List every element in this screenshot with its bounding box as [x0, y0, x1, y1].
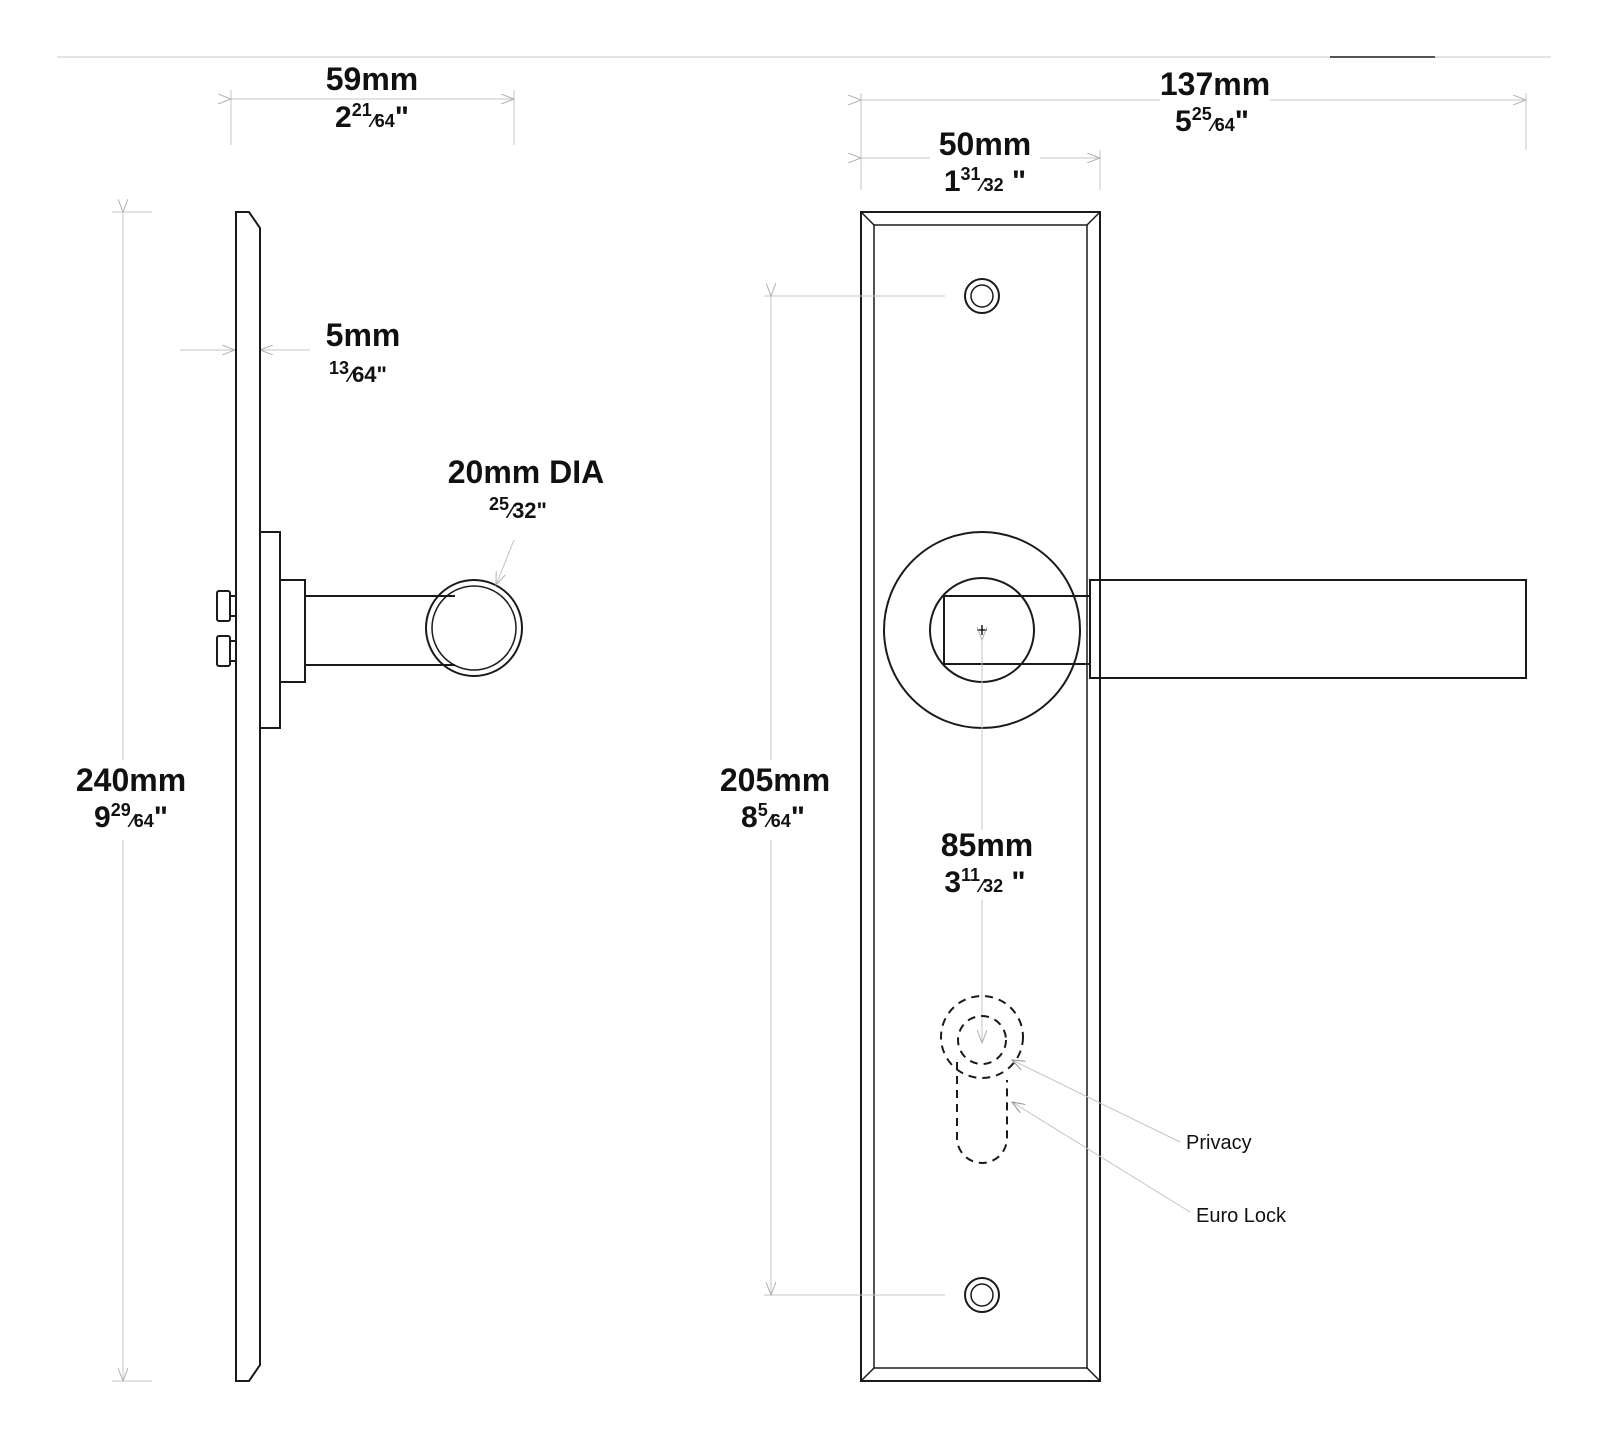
svg-text:13⁄64": 13⁄64": [329, 358, 387, 387]
privacy-turn-outline: [940, 995, 1024, 1079]
svg-text:525⁄64": 525⁄64": [1175, 104, 1249, 138]
front-lever-neck: [943, 595, 1091, 665]
side-screw-top: [216, 590, 231, 622]
svg-text:59mm: 59mm: [326, 61, 419, 97]
svg-text:85mm: 85mm: [941, 827, 1034, 863]
svg-text:205mm: 205mm: [720, 762, 830, 798]
svg-text:25⁄32": 25⁄32": [489, 494, 547, 523]
label-plate-width: 50mm 131⁄32 ": [939, 126, 1032, 198]
lever-end-outer: [425, 579, 523, 677]
front-backplate-bevel: [873, 224, 1088, 1369]
label-side-width: 59mm 221⁄64": [326, 61, 419, 134]
label-euro-lock: Euro Lock: [1196, 1205, 1287, 1227]
front-view: [764, 93, 1527, 1382]
front-lever-arm: [1089, 579, 1527, 679]
svg-text:50mm: 50mm: [939, 126, 1032, 162]
label-plate-thickness: 5mm 13⁄64": [326, 317, 401, 387]
label-privacy: Privacy: [1186, 1132, 1252, 1154]
svg-text:5mm: 5mm: [326, 317, 401, 353]
label-side-height: 240mm 929⁄64": [76, 762, 186, 834]
svg-text:20mm DIA: 20mm DIA: [448, 454, 605, 490]
svg-text:131⁄32 ": 131⁄32 ": [944, 164, 1026, 198]
label-overall-width: 137mm 525⁄64": [1160, 66, 1270, 138]
side-view: [112, 90, 523, 1382]
front-backplate: [860, 211, 1101, 1382]
label-lever-diameter: 20mm DIA 25⁄32": [448, 454, 605, 523]
side-rose: [259, 531, 281, 729]
svg-text:221⁄64": 221⁄64": [335, 100, 409, 134]
side-screw-bottom: [216, 635, 231, 667]
screw-hole-bottom: [964, 1277, 1000, 1313]
leader-privacy: [1012, 1060, 1181, 1143]
svg-text:240mm: 240mm: [76, 762, 186, 798]
lever-end-inner: [431, 585, 517, 671]
label-handle-to-lock: 85mm 311⁄32 ": [941, 827, 1034, 899]
svg-text:929⁄64": 929⁄64": [94, 800, 168, 834]
label-screw-centres: 205mm 85⁄64": [720, 762, 830, 834]
side-backplate: [235, 211, 261, 1382]
leader-euro-lock: [1012, 1102, 1191, 1213]
svg-text:85⁄64": 85⁄64": [741, 800, 805, 834]
svg-text:311⁄32 ": 311⁄32 ": [944, 865, 1025, 899]
side-rose-step: [279, 579, 306, 683]
svg-text:137mm: 137mm: [1160, 66, 1270, 102]
screw-hole-top: [964, 278, 1000, 314]
euro-lock-outline: [956, 1062, 1008, 1164]
